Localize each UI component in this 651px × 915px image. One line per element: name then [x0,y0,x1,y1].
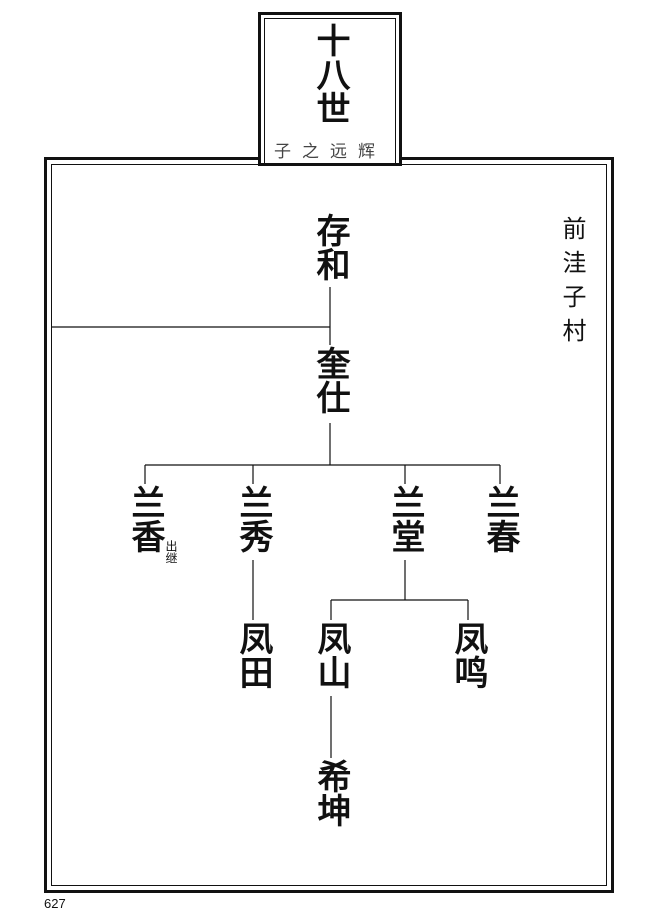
person-lantang: 兰堂 [385,485,425,553]
page-number: 627 [44,896,66,911]
person-fengming: 凤鸣 [448,621,488,689]
person-fengshan: 凤山 [311,621,351,689]
village-label: 前洼子村 [558,216,586,352]
generation-name-characters: 子之远辉 [274,142,386,162]
generation-header: 十八世 子之远辉 [258,12,402,166]
generation-label: 十八世 [310,23,350,125]
person-fengtian: 凤田 [233,621,273,689]
person-lanchun: 兰春 [480,485,520,553]
person-cunhe: 存和 [310,213,350,281]
person-lanxiang: 兰香 [125,485,165,553]
person-kuishi: 奎仕 [310,346,350,414]
person-lanxiu: 兰秀 [233,485,273,553]
person-xikun: 希坤 [311,759,351,827]
adoption-note: 出继 [164,540,178,564]
